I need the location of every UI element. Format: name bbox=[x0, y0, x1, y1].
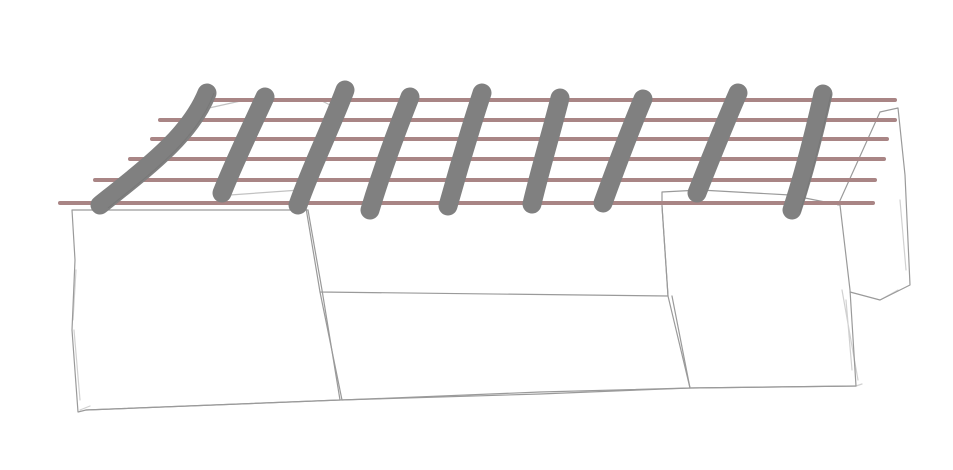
tie-1-edge bbox=[107, 92, 215, 209]
tie-8 bbox=[687, 83, 748, 203]
block-middle-top bbox=[305, 205, 669, 297]
tie-1 bbox=[90, 83, 217, 215]
tie-3 bbox=[288, 80, 355, 215]
ground-line bbox=[85, 385, 857, 411]
tie-9 bbox=[782, 84, 833, 220]
tie-2 bbox=[212, 87, 275, 203]
tie-5 bbox=[438, 83, 492, 216]
tie-edge-texture bbox=[107, 92, 832, 213]
sketch-blocks bbox=[71, 99, 911, 413]
block-far-right bbox=[837, 107, 911, 301]
ties bbox=[90, 80, 833, 220]
block-left bbox=[71, 209, 341, 413]
block-right bbox=[661, 189, 857, 389]
tie-7 bbox=[593, 89, 653, 213]
tie-6 bbox=[522, 88, 570, 214]
block-middle-bottom bbox=[319, 291, 691, 401]
block-far-right-texture bbox=[841, 199, 907, 387]
tie-9-edge bbox=[799, 93, 832, 213]
tie-4 bbox=[360, 87, 420, 220]
block-left-texture bbox=[72, 269, 91, 411]
